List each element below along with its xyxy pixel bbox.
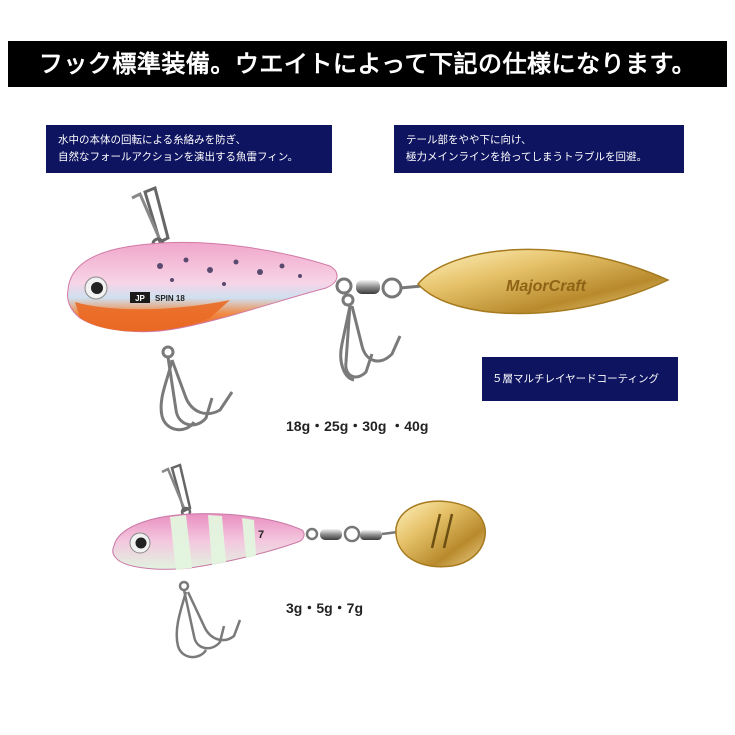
- large-lure-jp-text: JP: [135, 294, 145, 303]
- small-hook-icon: [175, 580, 242, 659]
- small-blade-logo-icon: [430, 513, 454, 549]
- large-lure-spots: [157, 257, 302, 286]
- callout-blade-coating: ５層マルチレイヤードコーティング: [482, 357, 678, 401]
- callout-fin-line2: 自然なフォールアクションを演出する魚雷フィン。: [58, 151, 299, 163]
- large-lure-belly: [75, 300, 230, 332]
- large-blade-logo: MajorCraft: [506, 278, 587, 295]
- callout-tail: テール部をやや下に向け、 極力メインラインを拾ってしまうトラブルを回避。: [394, 125, 684, 173]
- header-banner: フック標準装備。ウエイトによって下記の仕様になります。: [8, 41, 727, 87]
- small-lure-stripes: [170, 515, 256, 570]
- large-snap-icon: [131, 185, 170, 251]
- small-lure: 7: [112, 463, 486, 659]
- callout-fin: 水中の本体の回転による糸絡みを防ぎ、 自然なフォールアクションを演出する魚雷フィ…: [46, 125, 332, 173]
- callout-tail-line1: テール部をやや下に向け、: [406, 134, 532, 146]
- large-lure: JP SPIN 18 MajorCraft: [67, 185, 670, 432]
- small-blade: [395, 500, 486, 568]
- large-swivel-icon: [335, 277, 423, 299]
- large-blade: [417, 248, 670, 315]
- small-lure-weights: 3g・5g・7g: [286, 600, 364, 616]
- small-swivel-icon: [305, 525, 399, 543]
- small-lure-number: 7: [258, 529, 264, 541]
- large-lure-jp-badge: [130, 292, 150, 303]
- callout-blade-line1: ５層マルチレイヤードコーティング: [492, 373, 660, 385]
- small-lure-body: [112, 513, 305, 570]
- large-lure-weights: 18g・25g・30g ・40g: [286, 418, 429, 434]
- large-rear-hook-icon: [339, 293, 402, 382]
- callout-tail-line2: 極力メインラインを拾ってしまうトラブルを回避。: [406, 151, 647, 163]
- small-snap-icon: [161, 463, 192, 518]
- large-front-hook-icon: [159, 345, 234, 432]
- callout-fin-line1: 水中の本体の回転による糸絡みを防ぎ、: [58, 134, 247, 146]
- large-lure-model-text: SPIN 18: [155, 294, 185, 303]
